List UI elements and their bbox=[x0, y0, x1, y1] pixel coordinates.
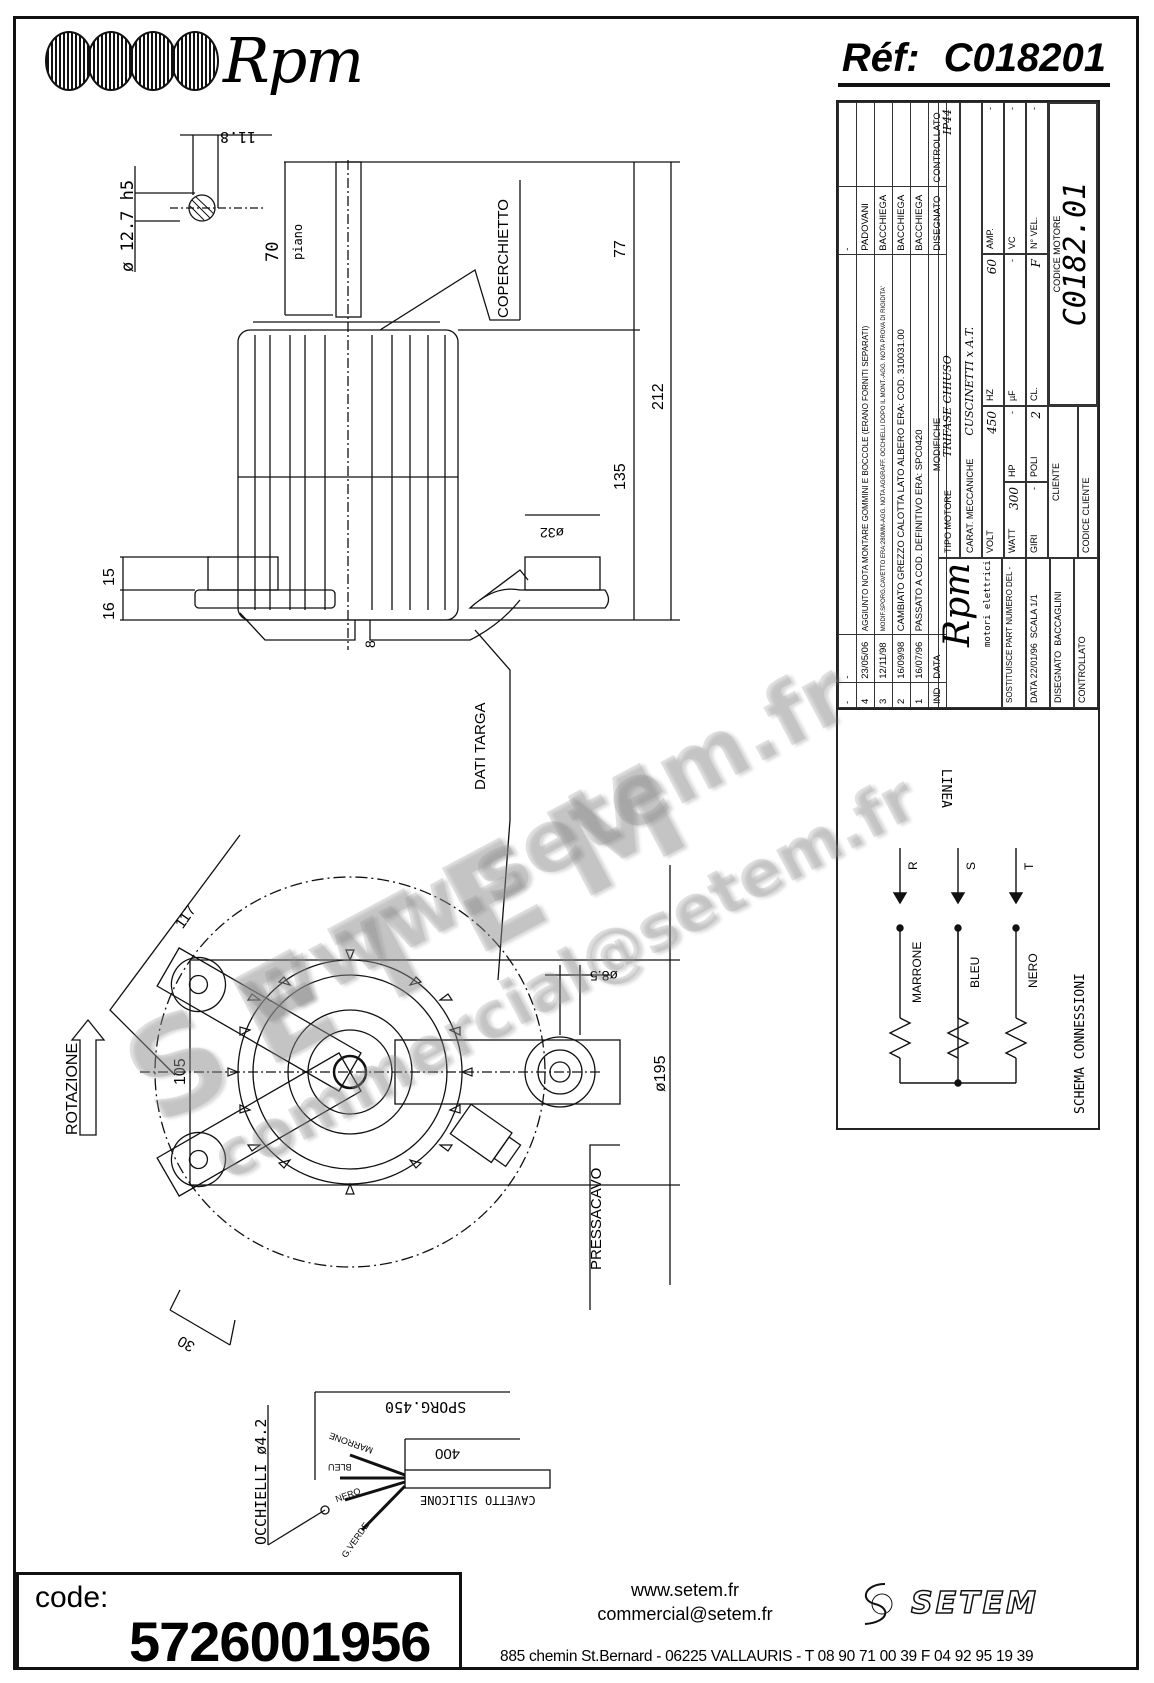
flat-note: piano bbox=[291, 223, 305, 260]
code-label: code: bbox=[35, 1581, 109, 1614]
setem-brand: SETEM bbox=[910, 1585, 1039, 1622]
hole-diameter-label: ø8.5 bbox=[590, 968, 619, 984]
date-scale-cell: DATA 22/01/96 SCALA 1/1 bbox=[1026, 558, 1050, 708]
phase-label: T bbox=[1022, 862, 1036, 870]
company-logo-cell: Rpm motori elettrici bbox=[938, 558, 1002, 708]
reference-label: Réf: bbox=[841, 36, 920, 80]
email-link[interactable]: commercial@setem.fr bbox=[597, 1604, 773, 1624]
cover-label: COPERCHIETTO bbox=[495, 199, 512, 318]
mechanical-cell: CARAT. MECCANICHE CUSCINETTI x A.T. bbox=[960, 102, 982, 558]
code-value: 5726001956 bbox=[129, 1610, 431, 1673]
spec-amp: AMP.- bbox=[982, 102, 1004, 254]
dim-foot-b-label: 16 bbox=[101, 602, 118, 620]
drawn-by-cell: DISEGNATO BACCAGLINI bbox=[1050, 558, 1074, 708]
phase-label: S bbox=[964, 861, 978, 870]
setem-swirl-icon bbox=[864, 1583, 893, 1625]
table-row: --- bbox=[838, 102, 857, 708]
technical-drawing bbox=[70, 134, 680, 1546]
motor-code-cell: CODICE MOTORE C0182.01 bbox=[1048, 102, 1098, 406]
phase-wire-label: BLEU bbox=[968, 956, 982, 988]
client-code-cell: CODICE CLIENTE bbox=[1078, 406, 1098, 558]
connection-schema: SCHEMA CONNESSIONI NERO BLEU MARRONE T S… bbox=[838, 708, 1098, 1128]
shaft-length-label: 70 bbox=[263, 241, 283, 262]
eyelets-label: OCCHIELLI ø4.2 bbox=[252, 1418, 270, 1545]
wire-label: BLEU bbox=[328, 1462, 352, 1472]
rpm-logo: Rpm bbox=[45, 24, 364, 97]
brand-name: Rpm bbox=[223, 24, 364, 97]
reference-number: Réf: C018201 bbox=[837, 36, 1110, 87]
plate-label: DATI TARGA bbox=[472, 702, 489, 790]
checked-by-cell: CONTROLLATO bbox=[1074, 558, 1098, 708]
rotation-label: ROTAZIONE bbox=[64, 1042, 81, 1135]
cable-length-label: 400 bbox=[435, 1445, 461, 1462]
spec-class: CL.F bbox=[1026, 254, 1048, 406]
spec-hp: HP- bbox=[1004, 406, 1026, 482]
dim-foot-a-label: 15 bbox=[101, 568, 118, 586]
gland-label: PRESSACAVO bbox=[588, 1167, 605, 1270]
phase-wire-label: NERO bbox=[1026, 953, 1040, 988]
phase-label: R bbox=[906, 861, 920, 870]
spec-uf: µF- bbox=[1004, 254, 1026, 406]
motor-code: C0182.01 bbox=[1058, 181, 1093, 327]
shaft-diameter-label: ø 12.7 h5 bbox=[118, 179, 138, 272]
line-label: LINEA bbox=[938, 768, 953, 808]
dim-bottom-label: 8 bbox=[362, 640, 378, 648]
flat-dimension-label: 11.8 bbox=[220, 128, 257, 146]
spec-vc: VC- bbox=[1004, 102, 1026, 254]
dim-body-label: 135 bbox=[612, 463, 629, 490]
title-block: SCHEMA CONNESSIONI NERO BLEU MARRONE T S… bbox=[836, 100, 1100, 1130]
center-dim-label: 105 bbox=[172, 1058, 189, 1085]
foot-diameter-label: ø32 bbox=[540, 525, 565, 541]
coil-icon bbox=[45, 31, 219, 91]
website-link[interactable]: www.setem.fr bbox=[630, 1580, 740, 1600]
spec-speeds: N° VEL.- bbox=[1026, 102, 1048, 254]
spec-giri: GIRI- bbox=[1026, 482, 1048, 558]
reference-value: C018201 bbox=[943, 36, 1106, 80]
setem-logo: SETEM bbox=[855, 1580, 1039, 1626]
dim-top-label: 77 bbox=[612, 240, 629, 258]
client-cell: CLIENTE bbox=[1048, 406, 1078, 558]
product-code-box: code: 5726001956 bbox=[16, 1572, 462, 1673]
protrusion-label: SPORG.450 bbox=[385, 1398, 467, 1416]
bottom-border bbox=[13, 1667, 1139, 1670]
circle-diameter-label: ø195 bbox=[652, 1055, 669, 1092]
wiring-diagram bbox=[888, 848, 1028, 1087]
dim-total-label: 212 bbox=[650, 383, 667, 410]
company-address: 885 chemin St.Bernard - 06225 VALLAURIS … bbox=[500, 1648, 1034, 1665]
contact-block: www.setem.fr commercial@setem.fr bbox=[470, 1578, 900, 1626]
cable-type-label: CAVETTO SILICONE bbox=[420, 1493, 536, 1507]
replaces-cell: SOSTITUISCE PART NUMERO DEL - bbox=[1002, 558, 1026, 708]
phase-wire-label: MARRONE bbox=[910, 941, 924, 1003]
